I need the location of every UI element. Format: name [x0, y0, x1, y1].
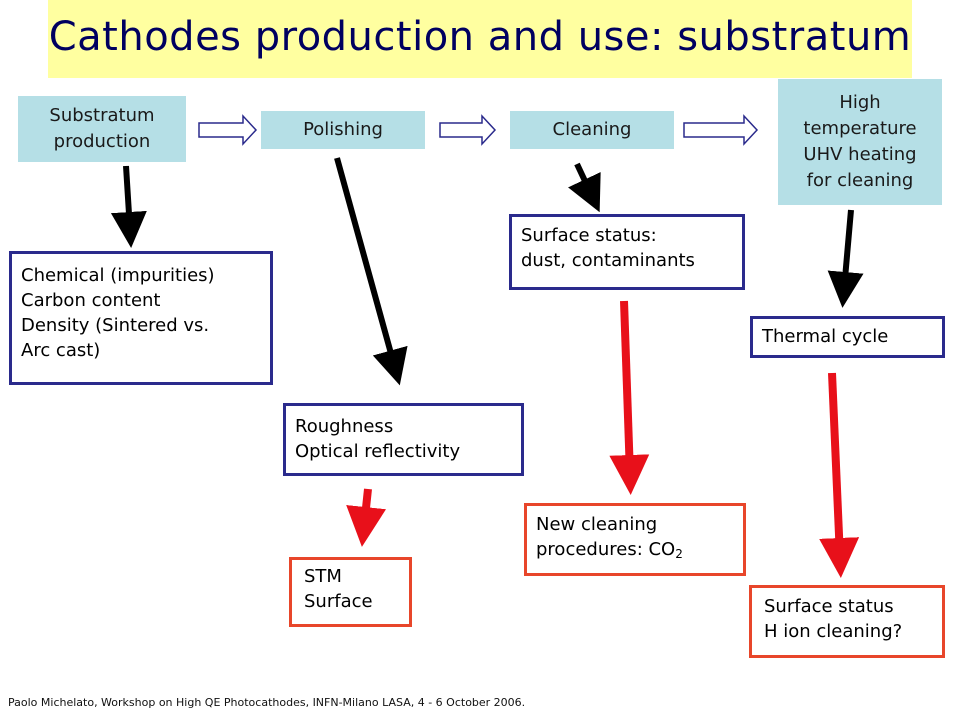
box-stm-surface: STM Surface	[289, 557, 412, 627]
page-title: Cathodes production and use: substratum	[48, 14, 912, 60]
new-cleaning-text: New cleaning procedures: CO	[536, 514, 676, 560]
title-band	[48, 0, 912, 78]
box-h-ion-cleaning: Surface status H ion cleaning?	[749, 585, 945, 658]
step-high-temperature-heating: High temperature UHV heating for cleanin…	[778, 79, 942, 205]
flow-arrow-1	[198, 114, 258, 146]
arrow-thermal-cycle-to-h-ion	[819, 372, 860, 578]
arrow-heating-to-thermal-cycle	[827, 209, 864, 308]
step-polishing: Polishing	[261, 111, 425, 149]
box-new-cleaning-procedures: New cleaning procedures: CO2	[524, 503, 746, 576]
new-cleaning-subscript: 2	[675, 547, 683, 561]
arrow-substratum-to-chemical	[110, 165, 147, 248]
box-surface-status: Surface status: dust, contaminants	[509, 214, 745, 290]
arrow-roughness-to-stm	[346, 488, 386, 547]
box-thermal-cycle: Thermal cycle	[750, 316, 945, 358]
step-cleaning: Cleaning	[510, 111, 674, 149]
arrow-surface-status-to-new-cleaning	[609, 300, 650, 495]
flow-arrow-3	[683, 114, 759, 146]
step-substratum-production: Substratum production	[18, 96, 186, 162]
arrow-polishing-to-roughness	[334, 157, 408, 386]
footer-citation: Paolo Michelato, Workshop on High QE Pho…	[8, 696, 526, 709]
arrow-cleaning-to-surface-status	[568, 162, 601, 213]
flow-arrow-2	[439, 114, 497, 146]
box-roughness: Roughness Optical reflectivity	[283, 403, 524, 476]
box-chemical-properties: Chemical (impurities) Carbon content Den…	[9, 251, 273, 385]
